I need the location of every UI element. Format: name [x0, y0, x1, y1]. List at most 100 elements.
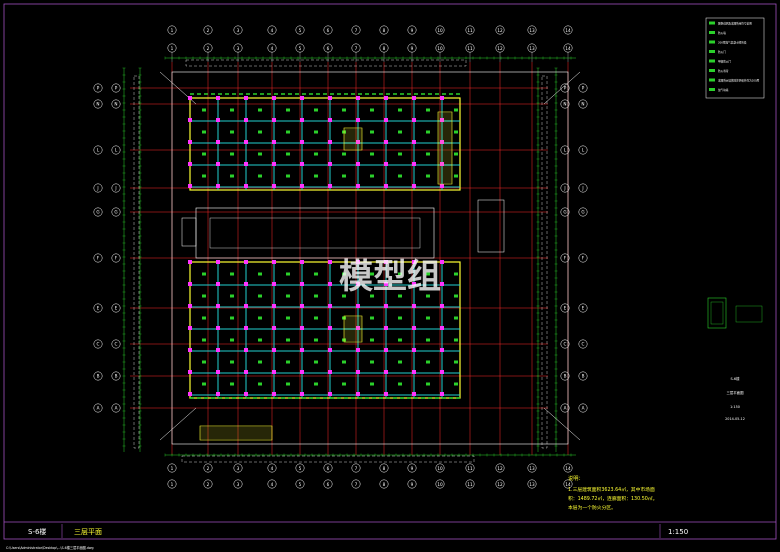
column: [440, 184, 444, 188]
column: [244, 162, 248, 166]
legend-box: [705, 17, 765, 99]
grid-bubble-top: [563, 25, 573, 35]
room-tag: [370, 152, 374, 156]
column: [216, 370, 220, 374]
room-tag: [202, 174, 206, 178]
column: [244, 304, 248, 308]
room-tag: [370, 338, 374, 342]
grid-bubble-right: [560, 339, 570, 349]
column: [188, 370, 192, 374]
grid-bubble-top: [267, 25, 277, 35]
column: [216, 304, 220, 308]
grid-label-right: G: [563, 210, 566, 215]
legend-swatch: [709, 69, 715, 72]
grid-bubble-bottom: [527, 479, 537, 489]
grid-label-bottom: 12: [497, 482, 503, 487]
grid-label-top: 13: [529, 28, 535, 33]
grid-label-left: G: [114, 210, 117, 215]
column: [328, 392, 332, 396]
room-tag: [342, 174, 346, 178]
grid-bubble-left: [93, 371, 103, 381]
room-tag: [370, 108, 374, 112]
column: [272, 370, 276, 374]
grid-bubble-bottom: [323, 463, 333, 473]
room-tag: [230, 272, 234, 276]
room-tag: [258, 316, 262, 320]
column: [440, 326, 444, 330]
column: [188, 392, 192, 396]
room-tag: [202, 130, 206, 134]
grid-label-right: P: [564, 86, 567, 91]
column: [272, 140, 276, 144]
grid-bubble-bottom: [233, 479, 243, 489]
room-tag: [286, 152, 290, 156]
stair-bottom-entry: [199, 425, 273, 441]
legend-item: 加气块墙: [718, 88, 729, 92]
column: [216, 118, 220, 122]
grid-label-bottom: 5: [299, 482, 302, 487]
column: [216, 184, 220, 188]
grid-label-left: N: [96, 102, 99, 107]
column: [384, 326, 388, 330]
room-tag: [230, 382, 234, 386]
room-tag: [202, 294, 206, 298]
column: [328, 96, 332, 100]
column: [300, 304, 304, 308]
column: [384, 96, 388, 100]
keyplan-building: S-6楼: [731, 376, 741, 381]
grid-label-right: P: [582, 86, 585, 91]
column: [244, 392, 248, 396]
grid-bubble-right: [578, 303, 588, 313]
room-tag: [230, 130, 234, 134]
grid-label-right: C: [564, 342, 567, 347]
grid-bubble-right: [560, 207, 570, 217]
room-tag: [258, 338, 262, 342]
column: [412, 304, 416, 308]
column: [188, 304, 192, 308]
notes-line: 积：1489.72㎡，连廊面积：130.50㎡。: [568, 495, 657, 502]
grid-label-top: 9: [411, 28, 414, 33]
column: [300, 348, 304, 352]
grid-label-left: G: [96, 210, 99, 215]
grid-label-top: 2: [207, 28, 210, 33]
column: [300, 140, 304, 144]
grid-bubble-bottom: [495, 463, 505, 473]
room-tag: [426, 130, 430, 134]
grid-bubble-left: [93, 83, 103, 93]
grid-label-left: C: [115, 342, 118, 347]
grid-label-right: G: [581, 210, 584, 215]
column: [216, 96, 220, 100]
column: [272, 184, 276, 188]
column: [300, 370, 304, 374]
room-tag: [258, 174, 262, 178]
column: [328, 162, 332, 166]
grid-bubble-left: [111, 207, 121, 217]
room-tag: [398, 294, 402, 298]
grid-bubble-right: [578, 145, 588, 155]
grid-bubble-right: [560, 403, 570, 413]
grid-bubble-right: [578, 183, 588, 193]
column: [328, 326, 332, 330]
column: [328, 304, 332, 308]
legend-swatch: [709, 31, 715, 34]
legend-swatch: [709, 88, 715, 91]
building-id-label: S-6楼: [28, 527, 46, 536]
grid-label-bottom: 13: [529, 482, 535, 487]
grid-label-bottom: 5: [299, 466, 302, 471]
column: [356, 96, 360, 100]
grid-bubble-bottom: [465, 463, 475, 473]
column: [216, 260, 220, 264]
room-tag: [314, 338, 318, 342]
drawing-frame: [3, 3, 777, 540]
room-tag: [314, 130, 318, 134]
roof-line: [159, 407, 197, 441]
grid-bubble-left: [111, 99, 121, 109]
grid-bubble-left: [93, 207, 103, 217]
column: [188, 118, 192, 122]
column: [356, 162, 360, 166]
column: [440, 348, 444, 352]
column: [412, 282, 416, 286]
grid-label-bottom: 13: [529, 466, 535, 471]
column: [384, 282, 388, 286]
